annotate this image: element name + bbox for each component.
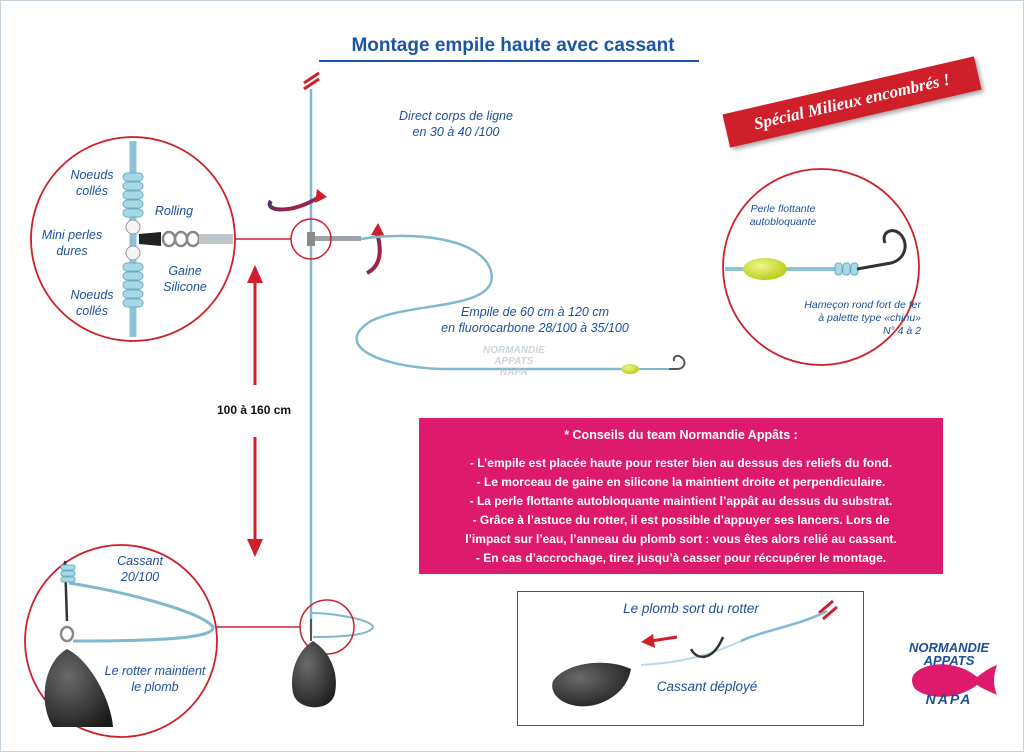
empile-label-line1: Empile de 60 cm à 120 cm bbox=[461, 305, 609, 319]
empile-line bbox=[355, 234, 621, 371]
knot-coils-top bbox=[122, 172, 144, 218]
floating-bead bbox=[621, 364, 639, 374]
rotter-line2: le plomb bbox=[131, 680, 179, 694]
main-line-detail bbox=[740, 609, 828, 643]
cassant-line2: 20/100 bbox=[120, 570, 160, 584]
gaine-line2: Silicone bbox=[163, 280, 207, 294]
rotter-line1: Le rotter maintient bbox=[104, 664, 206, 678]
gaine-line1: Gaine bbox=[168, 264, 202, 278]
page-title: Montage empile haute avec cassant bbox=[351, 35, 675, 56]
noeuds-top-line2: collés bbox=[76, 184, 108, 198]
brand-logo-text: NORMANDIE APPATS bbox=[909, 641, 989, 667]
hook-icon-detail bbox=[689, 636, 725, 659]
noeuds-top-line1: Noeuds bbox=[70, 168, 114, 182]
title-underline bbox=[319, 60, 699, 62]
direct-line-label-line1: Direct corps de ligne bbox=[399, 109, 513, 123]
noeuds-bottom-line1: Noeuds bbox=[70, 288, 114, 302]
rotation-arrowhead-icon bbox=[315, 189, 327, 203]
perle-flottante-label: Perle flottante autobloquante bbox=[738, 203, 828, 229]
lead-weight-icon-detail bbox=[552, 662, 631, 707]
empile-label: Empile de 60 cm à 120 cm en fluorocarbon… bbox=[425, 304, 645, 336]
cassant-deploye-label: Cassant déployé bbox=[656, 679, 758, 694]
brand-logo-napa: NAPA bbox=[925, 691, 973, 707]
rotation-arrowhead-icon-2 bbox=[371, 223, 385, 237]
hook-icon-zoom bbox=[856, 229, 907, 271]
arrow-left-icon bbox=[641, 634, 655, 648]
hook-icon bbox=[669, 354, 686, 370]
silicone-tube-zoom bbox=[199, 234, 233, 244]
lead-weight-icon-zoom bbox=[44, 649, 113, 727]
rotter-coils bbox=[60, 564, 76, 583]
tip-item: - Le morceau de gaine en silicone la mai… bbox=[476, 475, 886, 489]
empile-label-line2: en fluorocarbone 28/100 à 35/100 bbox=[441, 321, 629, 335]
cassant-line1: Cassant bbox=[117, 554, 163, 568]
logo-line1: NORMANDIE bbox=[909, 640, 990, 655]
noeuds-bottom-line2: collés bbox=[76, 304, 108, 318]
plomb-sort-label: Le plomb sort du rotter bbox=[623, 601, 759, 616]
watermark-line3: NAPA bbox=[500, 367, 528, 378]
tips-box: * Conseils du team Normandie Appâts : - … bbox=[419, 418, 943, 574]
cassant-deployed-line bbox=[640, 640, 742, 666]
direct-line-label-line2: en 30 à 40 /100 bbox=[412, 125, 500, 139]
tip-item: - La perle flottante autobloquante maint… bbox=[469, 494, 893, 508]
cassant-line-zoom bbox=[68, 581, 215, 643]
cassant-line bbox=[310, 612, 375, 638]
fish-logo-icon bbox=[912, 664, 997, 697]
hamecon-line2: à palette type «chinu» bbox=[818, 312, 921, 324]
tips-list: - L’empile est placée haute pour rester … bbox=[419, 454, 943, 568]
cut-mark-icon bbox=[303, 71, 320, 91]
swivel bbox=[307, 232, 315, 246]
lead-weight-icon bbox=[291, 641, 336, 708]
tip-item: - En cas d’accrochage, tirez jusqu’à cas… bbox=[475, 551, 887, 565]
cut-mark-icon-2 bbox=[818, 599, 838, 621]
perle-line1: Perle flottante bbox=[750, 203, 816, 215]
gaine-silicone-label: Gaine Silicone bbox=[157, 263, 213, 295]
rotation-arrow-icon bbox=[267, 195, 321, 212]
noeuds-colles-top-label: Noeuds collés bbox=[61, 167, 123, 199]
rotor-highlight-circle bbox=[290, 218, 332, 260]
logo-line2: APPATS bbox=[923, 653, 975, 668]
mini-perles-line2: dures bbox=[56, 244, 88, 258]
rolling-swivel-icon bbox=[139, 232, 161, 246]
tips-title: * Conseils du team Normandie Appâts : bbox=[564, 428, 798, 442]
hamecon-line3: N° 4 à 2 bbox=[882, 325, 921, 337]
hamecon-line1: Hameçon rond fort de fer bbox=[804, 299, 921, 311]
watermark-line2: APPATS bbox=[494, 356, 534, 367]
watermark-logo: NORMANDIE APPATS NAPA bbox=[483, 345, 545, 378]
floating-bead-zoom bbox=[743, 258, 787, 280]
tip-item: l’impact sur l’eau, l’anneau du plomb so… bbox=[465, 532, 897, 546]
direct-line-label: Direct corps de ligne en 30 à 40 /100 bbox=[356, 108, 556, 140]
hamecon-label: Hameçon rond fort de fer à palette type … bbox=[781, 299, 921, 338]
perle-line2: autobloquante bbox=[749, 216, 817, 228]
detail-box bbox=[517, 591, 864, 726]
tip-item: - Grâce à l’astuce du rotter, il est pos… bbox=[472, 513, 890, 527]
rotter-label: Le rotter maintient le plomb bbox=[95, 663, 215, 695]
cassant-label: Cassant 20/100 bbox=[105, 553, 175, 585]
tip-item: - L’empile est placée haute pour rester … bbox=[469, 456, 893, 470]
hook-coils bbox=[834, 262, 859, 276]
knot-coils-bottom bbox=[122, 262, 144, 308]
mini-perles-line1: Mini perles bbox=[41, 228, 103, 242]
distance-label: 100 à 160 cm bbox=[217, 403, 292, 417]
mini-perles-label: Mini perles dures bbox=[35, 227, 109, 259]
double-arrow-icon bbox=[247, 265, 263, 557]
watermark-line1: NORMANDIE bbox=[483, 345, 545, 356]
silicone-tube bbox=[315, 236, 361, 241]
noeuds-colles-bottom-label: Noeuds collés bbox=[61, 287, 123, 319]
rolling-label: Rolling bbox=[154, 204, 194, 218]
